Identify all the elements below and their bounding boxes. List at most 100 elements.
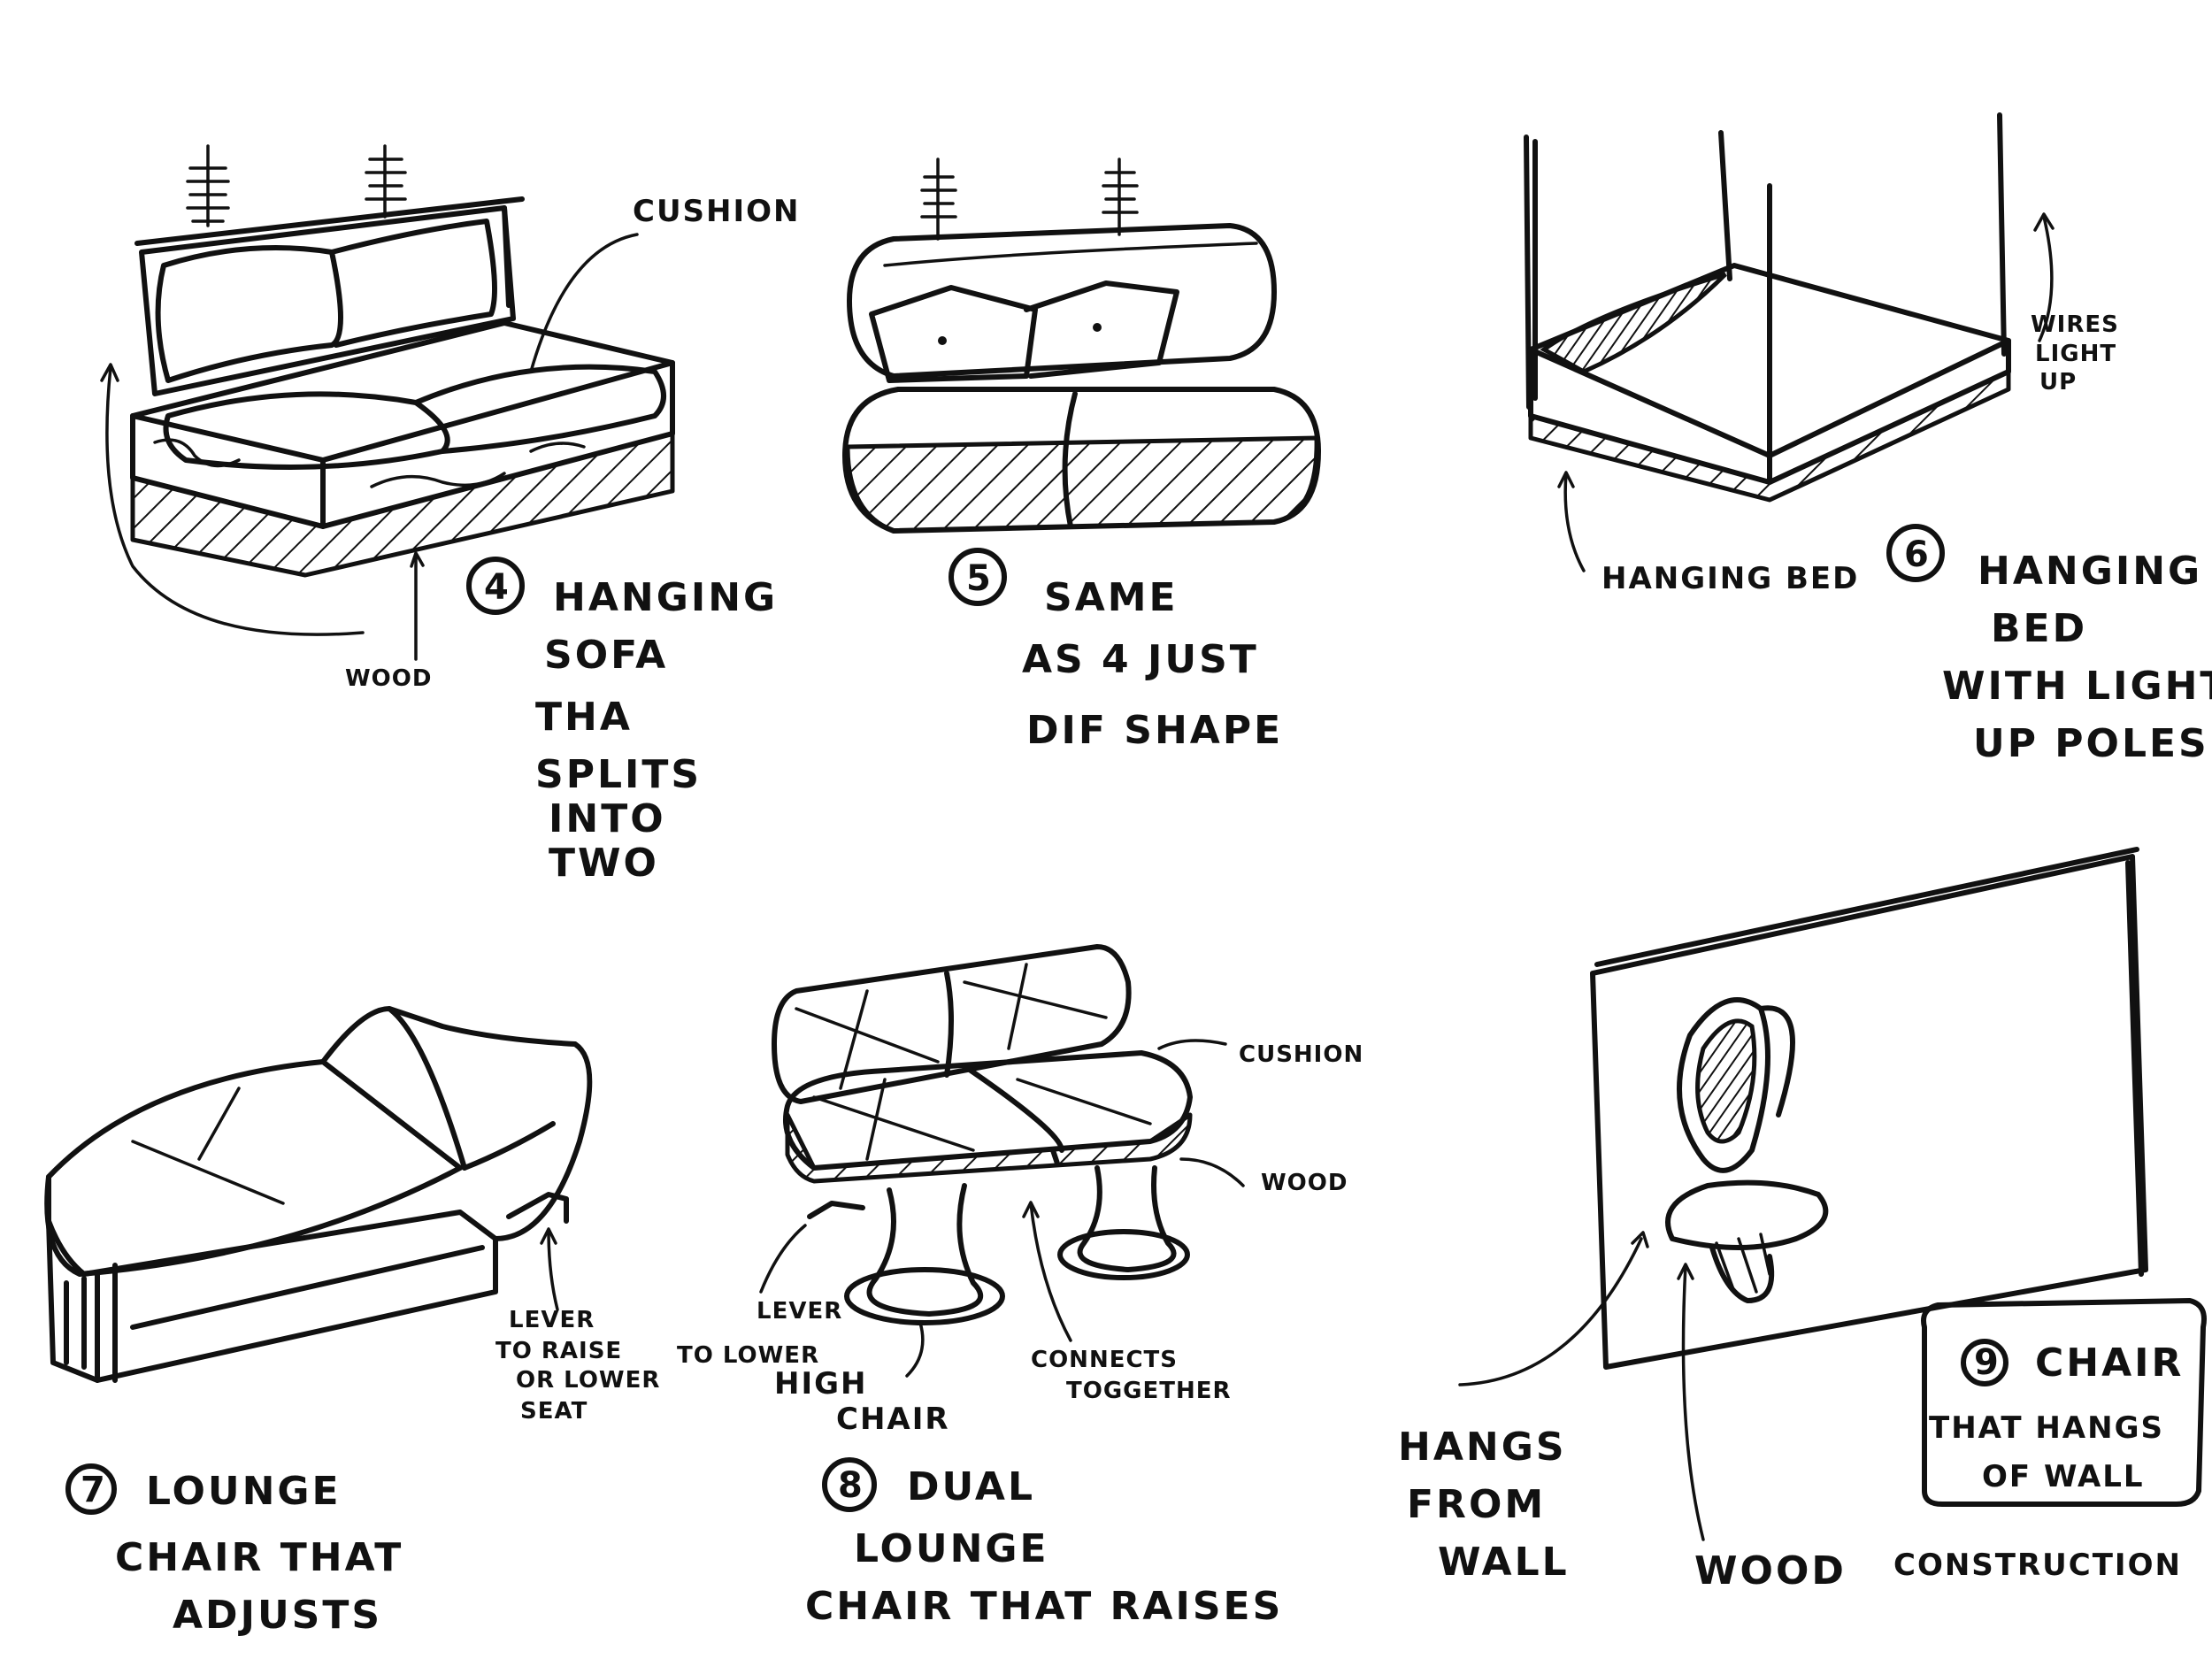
caption-7-line3: ADJUSTS [173,1593,382,1638]
label-dual-cushion: CUSHION [1239,1041,1363,1068]
rounded-sofa-wood-base [845,435,1319,534]
sofa-wood-base [130,431,675,578]
caption-8-line2: LOUNGE [854,1526,1049,1571]
bed-shadow-hatch [1540,272,1727,374]
label-from: FROM [1407,1482,1546,1527]
number-circle-5 [949,548,1007,606]
number-circle-6 [1886,524,1945,582]
caption-4-line3: THA [535,695,633,740]
number-5: 5 [966,558,991,599]
label-hangs: HANGS [1398,1425,1567,1470]
caption-6-line2: BED [1991,606,2087,651]
dual-pedestal-right-foot [1057,1229,1190,1280]
label-wires: WIRES [2031,311,2119,338]
caption-9-line1: CHAIR [2035,1340,2184,1386]
dual-pedestal-left-foot [844,1267,1005,1325]
label-wall: WALL [1438,1540,1570,1585]
caption-9-line2: THAT HANGS [1929,1410,2164,1446]
hanging-bed-arrow [1563,472,1586,572]
label-toggether: TOGGETHER [1066,1378,1232,1404]
sofa-back-cushion [155,245,343,383]
hangs-arrow [1458,1237,1643,1386]
label-chair: CHAIR [836,1402,950,1437]
wall-chair-leg [1709,1245,1775,1303]
number-7: 7 [81,1470,105,1510]
lounge-lever [506,1192,569,1224]
label-cushion: CUSHION [633,194,801,229]
rounded-sofa-back [847,223,1277,379]
caption-4-line2: SOFA [544,633,668,678]
number-circle-9 [1961,1339,2008,1386]
wall-chair-back-shading [1695,1018,1757,1144]
sketch-7-lounge-chair: LEVER TO RAISE OR LOWER SEAT 7 LOUNGE CH… [44,1006,660,1638]
label-seat: SEAT [520,1398,588,1425]
label-lever: LEVER [509,1307,595,1333]
sofa-spring-right [365,144,407,219]
dual-lever [807,1201,865,1219]
dual-wood-arrow [1179,1157,1245,1187]
sofa-backrest [139,205,516,396]
label-wood: WOOD [345,665,432,692]
dual-cushion-arrow [1157,1039,1227,1050]
bed-pole-far-right [1997,112,2007,357]
dual-pedestal-right [1077,1165,1177,1272]
label-or-lower: OR LOWER [516,1367,660,1394]
label-hanging-bed: HANGING BED [1601,561,1859,596]
dual-lever-arrow [759,1224,807,1294]
caption-6-line3: WITH LIGHT [1942,664,2212,709]
number-circle-7 [65,1463,117,1515]
lever-arrow [547,1228,559,1311]
caption-4-line4: SPLITS [535,752,702,797]
rounded-sofa-spring-right [1102,157,1139,236]
number-4: 4 [484,567,509,608]
dual-pedestal-left [866,1183,984,1317]
label-wall-wood: WOOD [1694,1548,1847,1594]
bed-pole-center [1718,130,1732,281]
sofa-spring-left [186,144,230,227]
number-8: 8 [838,1465,863,1506]
dual-back-cushion [772,944,1132,1104]
caption-8-line1: DUAL [907,1464,1035,1509]
rounded-sofa-spring-left [920,157,957,241]
label-high: HIGH [774,1366,867,1402]
wall-chair-back [1677,997,1770,1173]
caption-6-line1: HANGING [1978,549,2202,594]
rounded-sofa-back-pillow-left [869,285,1038,383]
caption-9-box [1921,1298,2207,1507]
label-construction: CONSTRUCTION [1893,1548,2182,1583]
wall-chair-seat [1665,1179,1829,1250]
dual-wood-base [785,1112,1193,1184]
sketch-4-hanging-sofa: CUSHION WOOD 4 HANGING SOFA THA SPLITS I… [100,144,801,886]
caption-9-line3: OF WALL [1982,1459,2145,1494]
side-arrow [105,365,365,636]
number-9: 9 [1974,1342,1999,1383]
caption-8-line3: CHAIR THAT RAISES [805,1584,1283,1629]
label-connects: CONNECTS [1031,1347,1178,1373]
sketch-6-hanging-bed: WIRES LIGHT UP HANGING BED 6 HANGING BED… [1524,112,2212,766]
label-to-raise: TO RAISE [495,1338,622,1364]
caption-7-line2: CHAIR THAT [115,1535,403,1580]
lounge-seat [44,1059,463,1277]
sketch-5-rounded-sofa: 5 SAME AS 4 JUST DIF SHAPE [842,157,1321,753]
sofa-seat-cushion-right [413,364,666,454]
sketch-9-wall-chair: HANGS FROM WALL WOOD 9 CHAIR THAT HANGS … [1398,847,2207,1594]
number-circle-8 [822,1457,877,1512]
caption-5-line1: SAME [1044,575,1179,620]
cushion-arrow [529,233,639,373]
bed-wood-frame [1528,369,2011,503]
number-6: 6 [1904,534,1929,575]
caption-4-line6: TWO [549,841,659,886]
caption-4-line5: INTO [549,796,666,841]
rounded-sofa-back-pillow-right [1024,280,1179,379]
caption-7-line1: LOUNGE [146,1469,342,1514]
label-dual-to-lower: TO LOWER [677,1342,819,1369]
caption-4-line1: HANGING [553,575,778,620]
caption-6-line4: UP POLES [1973,721,2209,766]
lounge-backrest [320,1006,593,1241]
wall-panel [1590,854,2148,1370]
label-dual-wood: WOOD [1261,1170,1348,1196]
label-light: LIGHT [2035,341,2116,367]
sketch-8-dual-lounge-chair: CUSHION WOOD LEVER TO LOWER HIGH CHAIR C… [677,944,1363,1629]
label-dual-lever: LEVER [757,1298,842,1325]
